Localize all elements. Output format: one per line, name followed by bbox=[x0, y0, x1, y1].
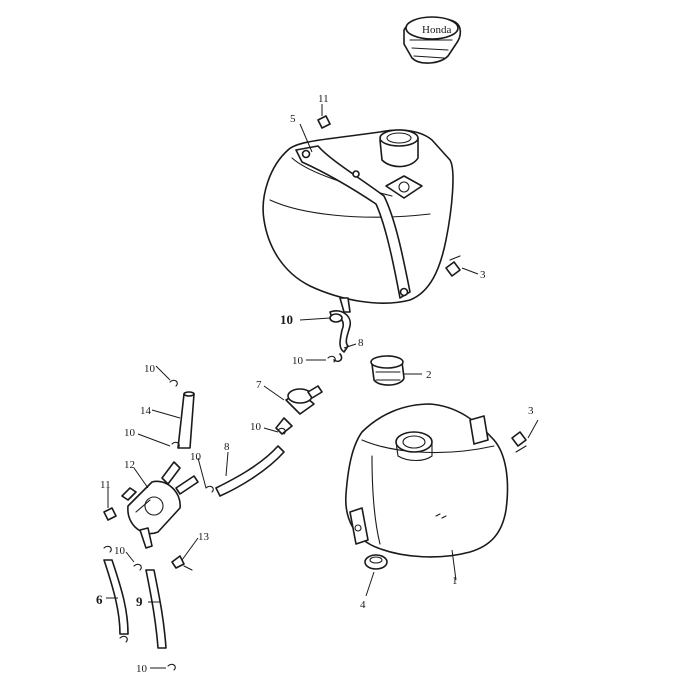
callout-10-e: 10 bbox=[190, 451, 202, 463]
leader-lines bbox=[106, 104, 539, 669]
callout-11-top: 11 bbox=[318, 93, 329, 105]
callout-5: 5 bbox=[290, 113, 296, 125]
fuel-filter-7 bbox=[275, 385, 323, 435]
callout-10-a: 10 bbox=[292, 355, 304, 367]
callout-3-right: 3 bbox=[528, 405, 534, 417]
fuel-cap-2 bbox=[370, 355, 405, 386]
callout-10-d: 10 bbox=[124, 427, 136, 439]
callout-12: 12 bbox=[124, 459, 135, 471]
callout-13: 13 bbox=[198, 531, 210, 543]
bolt-3-upper bbox=[445, 255, 461, 277]
hose-8-long bbox=[215, 445, 285, 497]
hose-6 bbox=[103, 559, 129, 635]
callout-3-top: 3 bbox=[480, 269, 486, 281]
grommet-4 bbox=[364, 554, 388, 570]
callout-7: 7 bbox=[256, 379, 262, 391]
callout-8-mid: 8 bbox=[224, 441, 230, 453]
hose-8-short bbox=[329, 310, 352, 363]
callout-2: 2 bbox=[426, 369, 432, 381]
hose-9 bbox=[145, 569, 167, 649]
clamp-10-group bbox=[103, 355, 336, 671]
fuel-tank-lower bbox=[345, 403, 509, 558]
pipe-14 bbox=[177, 391, 195, 449]
callout-10-c: 10 bbox=[250, 421, 262, 433]
callout-14: 14 bbox=[140, 405, 152, 417]
callout-10-g: 10 bbox=[136, 663, 148, 675]
fuel-cock-12 bbox=[121, 461, 199, 549]
callout-6: 6 bbox=[96, 592, 103, 607]
callout-10-b: 10 bbox=[144, 363, 156, 375]
screw-13 bbox=[171, 555, 193, 571]
callout-11-left: 11 bbox=[100, 479, 111, 491]
callout-10-f: 10 bbox=[114, 545, 126, 557]
bolt-3-lower bbox=[511, 431, 527, 453]
screw-11-top bbox=[317, 115, 331, 129]
fuel-tank-upper bbox=[262, 129, 454, 313]
screw-11-left bbox=[103, 507, 117, 521]
callout-10-bold: 10 bbox=[280, 312, 293, 327]
fuel-cap-brand: Honda bbox=[422, 24, 451, 36]
callout-1: 1 bbox=[452, 575, 458, 587]
callout-9: 9 bbox=[136, 594, 143, 609]
fuel-cap-top: Honda bbox=[403, 16, 462, 64]
callout-8-top: 8 bbox=[358, 337, 364, 349]
callout-4: 4 bbox=[360, 599, 366, 611]
